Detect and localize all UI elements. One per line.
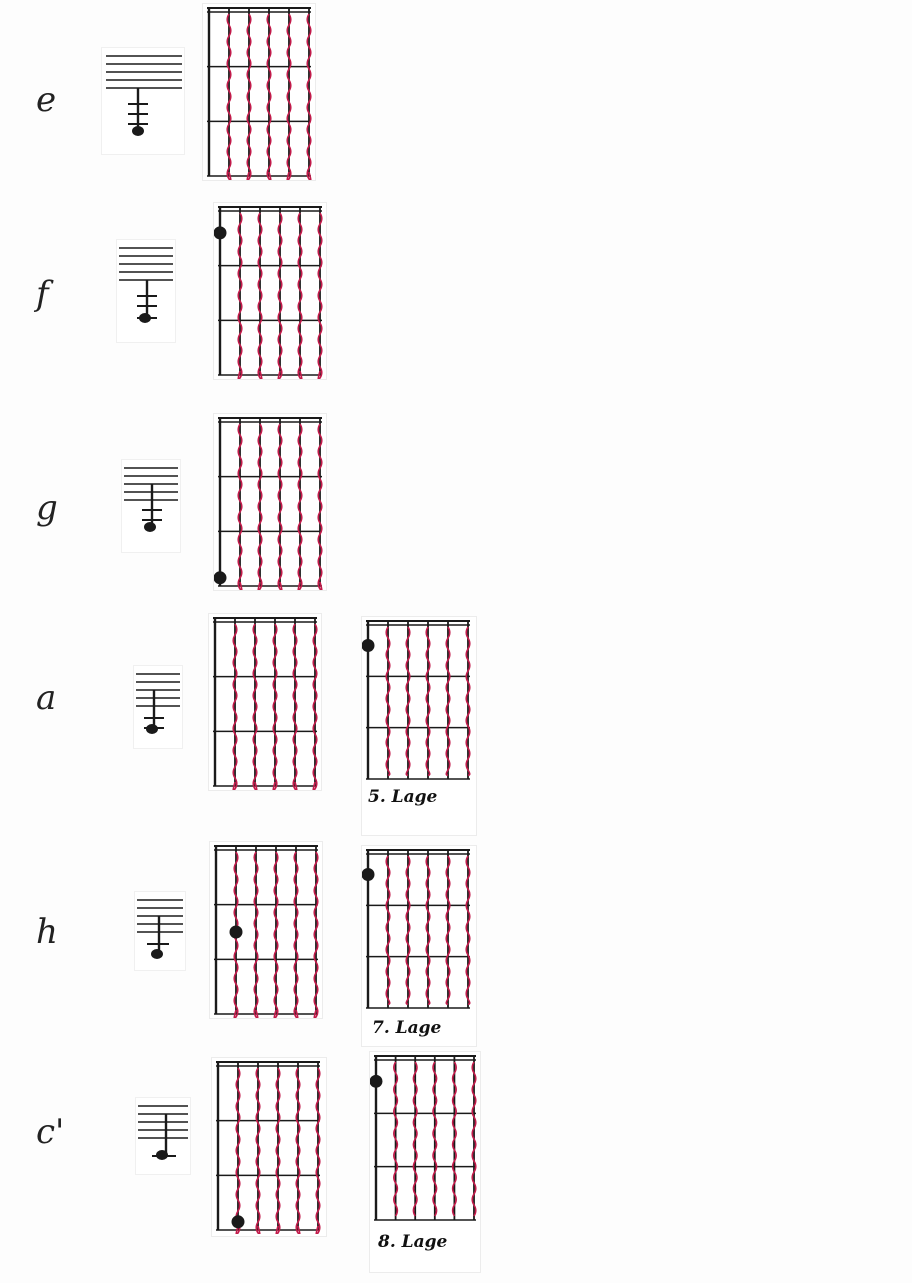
note-head [139, 313, 151, 323]
string-wave [465, 626, 471, 776]
string-wave [293, 851, 299, 1018]
staff-snippet [122, 460, 180, 552]
string-wave [233, 851, 239, 1018]
string-wave [412, 1061, 418, 1217]
string-wave [275, 1067, 281, 1234]
string-wave [405, 626, 411, 776]
fretboard-diagram-alt: 8. Lage [370, 1052, 480, 1272]
fretboard-diagram-alt: 7. Lage [362, 846, 476, 1046]
string-wave [253, 851, 259, 1018]
string-wave [257, 423, 263, 590]
string-wave [445, 855, 451, 1005]
string-wave [246, 13, 252, 180]
fretboard-svg [213, 617, 318, 790]
fretboard-svg [207, 7, 312, 180]
finger-dot [362, 868, 375, 882]
string-wave [405, 855, 411, 1005]
note-head [144, 522, 156, 532]
string-wave [425, 626, 431, 776]
staff-svg [106, 55, 182, 136]
fretboard-svg [216, 1061, 321, 1234]
fretboard-svg [214, 845, 319, 1018]
staff-snippet [134, 666, 182, 748]
note-name: g [36, 488, 58, 528]
string-wave [277, 423, 283, 590]
fretboard-diagram [212, 1058, 326, 1236]
fretboard-svg [362, 620, 471, 780]
fretboard-svg [370, 1055, 477, 1221]
fretboard-svg [362, 849, 471, 1009]
staff-snippet [136, 1098, 190, 1174]
string-wave [312, 623, 318, 790]
note-head [132, 126, 144, 136]
string-wave [385, 855, 391, 1005]
note-name: a [36, 678, 57, 718]
note-name: h [36, 912, 58, 952]
string-wave [393, 1061, 399, 1217]
note-head [151, 949, 163, 959]
position-label: 5. Lage [368, 787, 438, 807]
string-wave [432, 1061, 438, 1217]
string-wave [235, 1067, 241, 1234]
staff-svg [119, 247, 173, 323]
finger-dot [370, 1074, 383, 1088]
fretboard-svg [214, 206, 323, 379]
string-wave [306, 13, 312, 180]
string-wave [315, 1067, 321, 1234]
finger-dot [214, 226, 227, 240]
staff-svg [136, 673, 180, 734]
string-wave [297, 423, 303, 590]
string-wave [385, 626, 391, 776]
finger-dot [214, 571, 227, 585]
string-wave [317, 212, 323, 379]
staff-snippet [117, 240, 175, 342]
string-wave [232, 623, 238, 790]
fretboard-diagram [214, 414, 326, 590]
staff-svg [138, 1105, 188, 1160]
string-wave [237, 423, 243, 590]
string-wave [471, 1061, 477, 1217]
string-wave [297, 212, 303, 379]
staff-snippet [135, 892, 185, 970]
staff-svg [124, 467, 178, 532]
fretboard-diagram [203, 4, 315, 180]
note-name: f [36, 274, 49, 314]
string-wave [317, 423, 323, 590]
position-label: 7. Lage [372, 1018, 442, 1038]
note-head [146, 724, 158, 734]
string-wave [272, 623, 278, 790]
fretboard-diagram-alt: 5. Lage [362, 617, 476, 835]
note-name: c' [36, 1112, 65, 1152]
position-label: 8. Lage [378, 1232, 448, 1252]
string-wave [292, 623, 298, 790]
finger-dot [229, 925, 243, 939]
string-wave [286, 13, 292, 180]
string-wave [255, 1067, 261, 1234]
string-wave [273, 851, 279, 1018]
string-wave [295, 1067, 301, 1234]
finger-dot [362, 639, 375, 653]
fretboard-diagram [214, 203, 326, 379]
string-wave [277, 212, 283, 379]
string-wave [465, 855, 471, 1005]
string-wave [451, 1061, 457, 1217]
string-wave [425, 855, 431, 1005]
string-wave [445, 626, 451, 776]
string-wave [252, 623, 258, 790]
note-head [156, 1150, 168, 1160]
string-wave [237, 212, 243, 379]
staff-svg [137, 899, 183, 959]
string-wave [226, 13, 232, 180]
string-wave [266, 13, 272, 180]
string-wave [313, 851, 319, 1018]
fretboard-svg [214, 417, 323, 590]
staff-snippet [102, 48, 184, 154]
finger-dot [231, 1215, 245, 1229]
string-wave [257, 212, 263, 379]
fretboard-diagram [209, 614, 321, 790]
fretboard-diagram [210, 842, 322, 1018]
note-name: e [36, 80, 57, 120]
